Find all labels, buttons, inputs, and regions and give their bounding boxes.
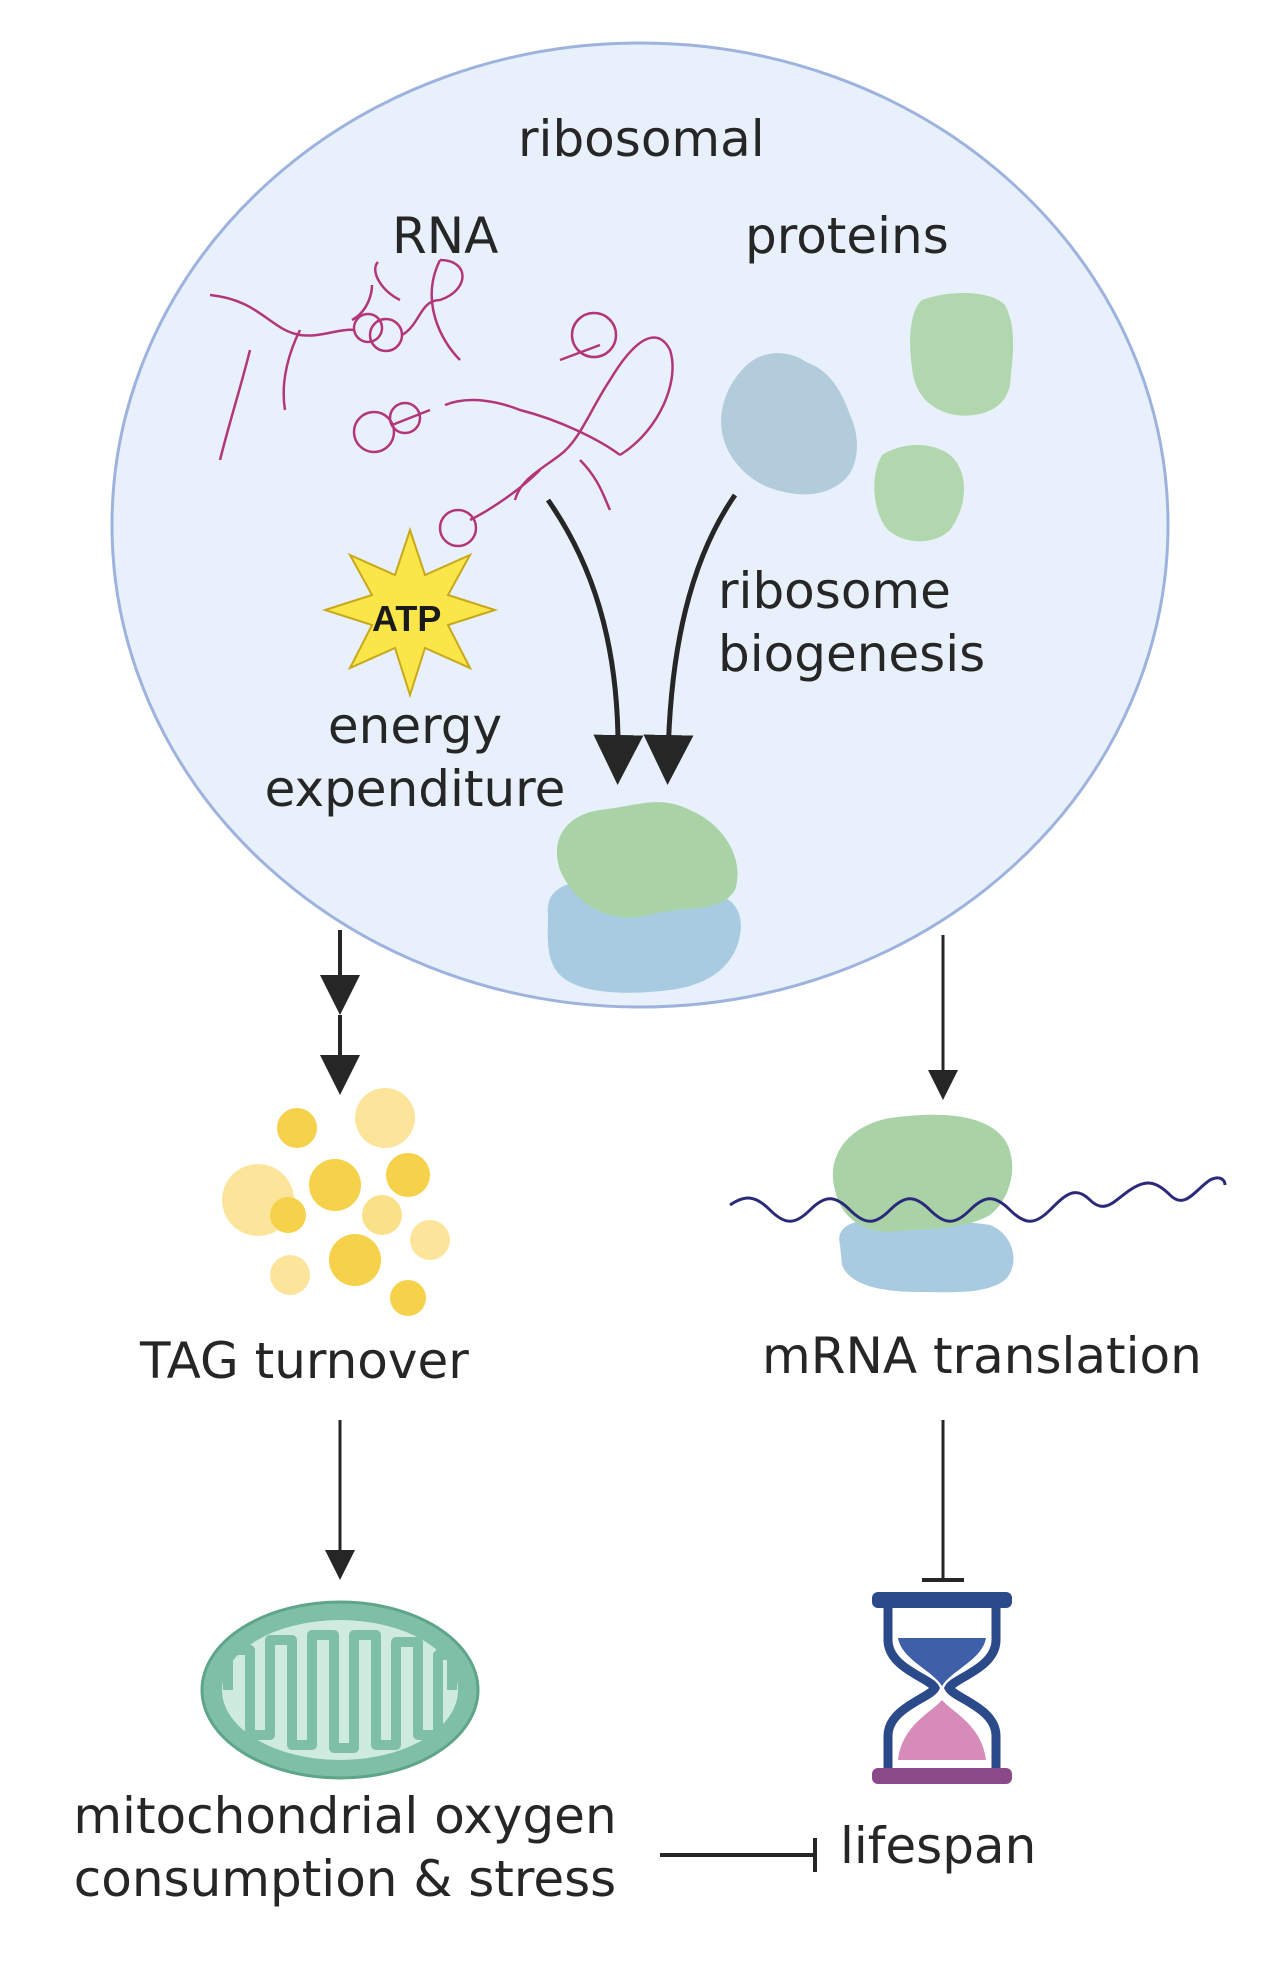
- mrna-strand: [729, 1176, 1227, 1223]
- atp-star-icon: [321, 526, 499, 699]
- ribo-bio-line-2: biogenesis: [718, 624, 986, 683]
- translating-ribosome-icon: [729, 1114, 1227, 1293]
- label-proteins: proteins: [745, 207, 949, 265]
- cell-circle: [110, 41, 1170, 1009]
- protein-icon: [721, 293, 1014, 542]
- label-ribosome-biogenesis: ribosome biogenesis: [718, 560, 985, 685]
- mito-line-1: mitochondrial oxygen: [73, 1787, 617, 1845]
- ribosome-icon: [547, 802, 741, 993]
- label-energy-expenditure: energy expenditure: [260, 695, 570, 820]
- label-ribosomal: ribosomal: [518, 110, 765, 168]
- rna-molecule-icon: [209, 258, 674, 548]
- label-lifespan: lifespan: [840, 1817, 1037, 1875]
- arrow-rna-to-ribosome: [545, 498, 644, 785]
- lipid-droplets-icon: [222, 1088, 450, 1316]
- mito-line-2: consumption & stress: [73, 1849, 617, 1908]
- label-rna: RNA: [392, 207, 499, 265]
- label-tag-turnover: TAG turnover: [140, 1332, 469, 1390]
- energy-line-1: energy: [327, 697, 503, 755]
- energy-line-2: expenditure: [264, 759, 566, 818]
- label-mrna-translation: mRNA translation: [762, 1327, 1202, 1385]
- arrow-proteins-to-ribosome: [643, 493, 738, 785]
- label-mito-oxygen: mitochondrial oxygen consumption & stres…: [50, 1785, 640, 1910]
- hourglass-icon: [872, 1592, 1012, 1784]
- atp-label: ATP: [372, 598, 442, 639]
- ribo-bio-line-1: ribosome: [718, 562, 951, 620]
- mitochondrion-icon: [200, 1600, 480, 1780]
